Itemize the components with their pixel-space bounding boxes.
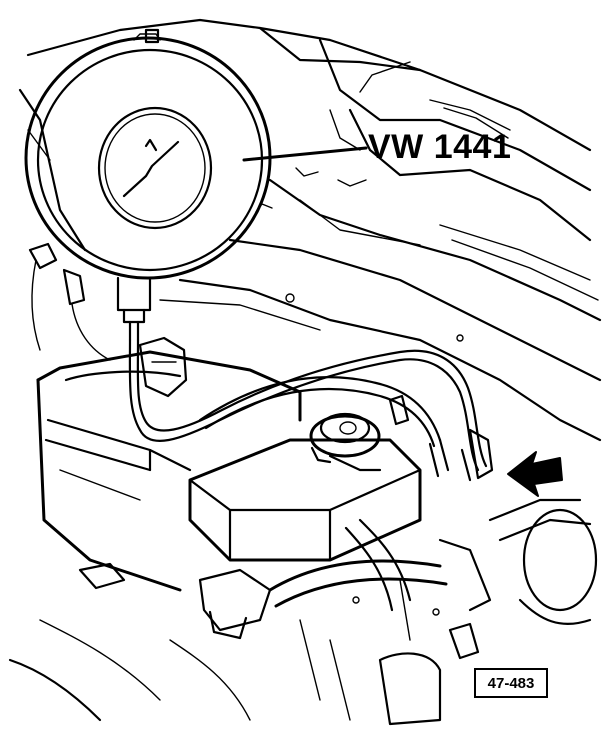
- pointer-arrow: [507, 451, 563, 497]
- bottom-parts: [8, 562, 480, 726]
- pressure-gauge-vw1441: [24, 28, 272, 342]
- left-brackets: [28, 242, 188, 398]
- callout-label: VW 1441: [368, 128, 512, 166]
- fluid-reservoir: [188, 412, 422, 562]
- expansion-tank: [36, 350, 302, 592]
- body-panels: [18, 18, 602, 442]
- lower-hoses: [268, 498, 598, 625]
- callout-leader-line: [242, 146, 368, 162]
- figure-number-text: 47-483: [487, 674, 535, 692]
- brake-lines: [198, 376, 494, 482]
- figure-number: 47-483: [474, 668, 548, 698]
- test-hose: [128, 338, 488, 472]
